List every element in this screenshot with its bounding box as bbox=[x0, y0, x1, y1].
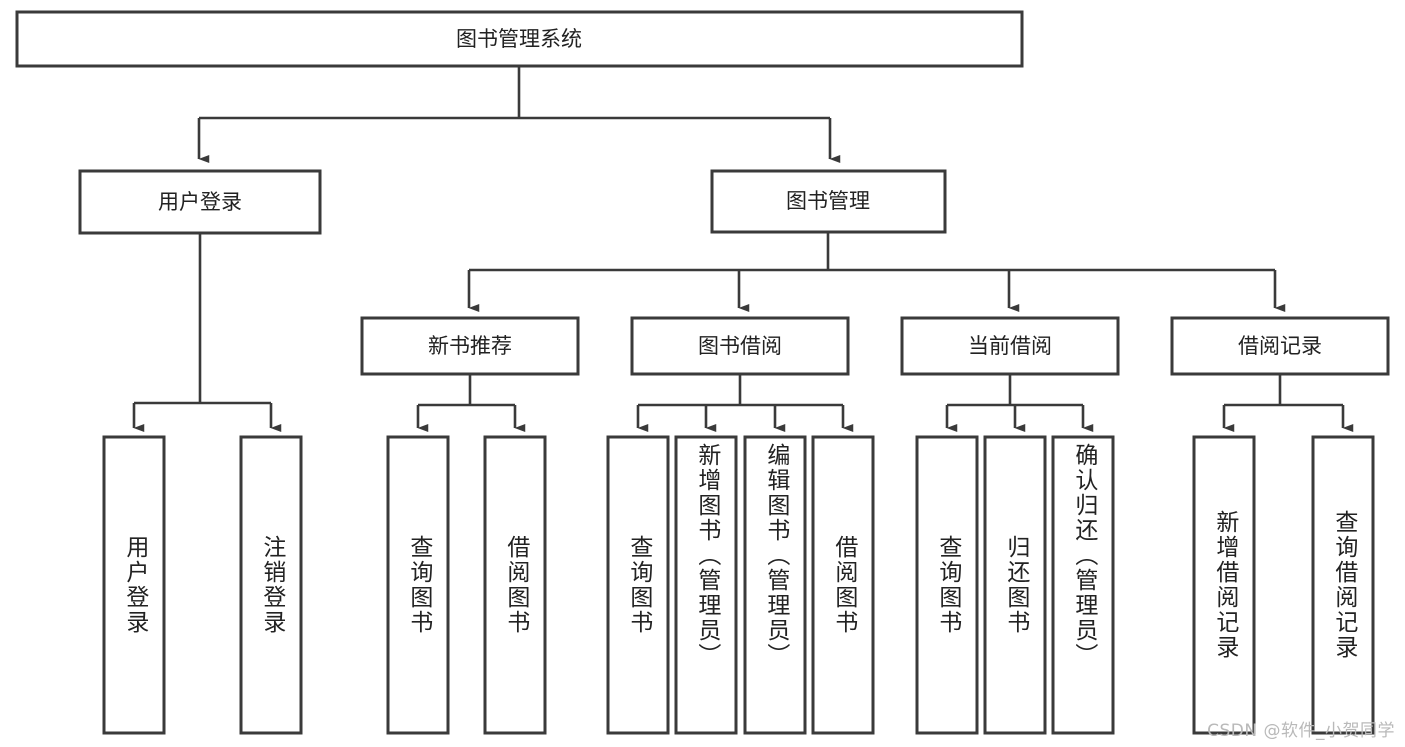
node-book-borrow-label: 图书借阅 bbox=[698, 334, 782, 358]
node-book-manage[interactable]: 图书管理 bbox=[710, 169, 947, 234]
node-current-borrow-box[interactable] bbox=[900, 316, 1120, 376]
node-new-book-recommend-box[interactable] bbox=[360, 316, 580, 376]
node-current-borrow-label: 当前借阅 bbox=[968, 334, 1052, 358]
leaf-box-current-borrow-1[interactable] bbox=[915, 435, 979, 735]
leaf-box-borrow-record-1[interactable] bbox=[1192, 435, 1256, 735]
leaf-box-new-book-2[interactable] bbox=[483, 435, 547, 735]
node-book-manage-box[interactable] bbox=[710, 169, 947, 234]
leaf-box-book-borrow-2[interactable] bbox=[674, 435, 738, 735]
node-root[interactable]: 图书管理系统 bbox=[15, 10, 1024, 68]
leaf-box-current-borrow-2[interactable] bbox=[983, 435, 1047, 735]
leaf-box-new-book-1[interactable] bbox=[386, 435, 450, 735]
node-root-label: 图书管理系统 bbox=[456, 27, 582, 51]
leaf-box-user-login-1[interactable] bbox=[102, 435, 166, 735]
leaf-box-borrow-record-2[interactable] bbox=[1311, 435, 1375, 735]
node-new-book-recommend[interactable]: 新书推荐 bbox=[360, 316, 580, 376]
watermark-text: CSDN @软件_小贺同学 bbox=[1207, 721, 1395, 741]
node-book-manage-label: 图书管理 bbox=[786, 189, 870, 213]
node-root-box[interactable] bbox=[15, 10, 1024, 68]
leaf-box-current-borrow-3[interactable] bbox=[1051, 435, 1115, 735]
leaf-box-user-login-2[interactable] bbox=[239, 435, 303, 735]
node-borrow-record-box[interactable] bbox=[1170, 316, 1390, 376]
node-user-login-label: 用户登录 bbox=[158, 190, 242, 214]
leaf-box-book-borrow-4[interactable] bbox=[811, 435, 875, 735]
leaf-box-book-borrow-1[interactable] bbox=[606, 435, 670, 735]
node-borrow-record-label: 借阅记录 bbox=[1238, 334, 1322, 358]
leaf-box-book-borrow-3[interactable] bbox=[743, 435, 807, 735]
node-book-borrow-box[interactable] bbox=[630, 316, 850, 376]
node-book-borrow[interactable]: 图书借阅 bbox=[630, 316, 850, 376]
node-new-book-recommend-label: 新书推荐 bbox=[428, 334, 512, 358]
node-borrow-record[interactable]: 借阅记录 bbox=[1170, 316, 1390, 376]
node-user-login[interactable]: 用户登录 bbox=[78, 169, 322, 235]
node-current-borrow[interactable]: 当前借阅 bbox=[900, 316, 1120, 376]
